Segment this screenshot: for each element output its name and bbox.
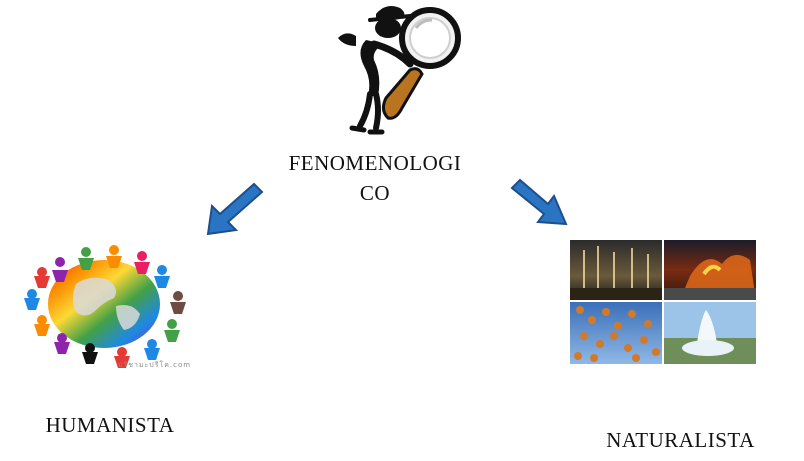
fenomenologico-label: FENOMENOLOGI CO [288,151,462,205]
watermark-text: ปรีชามะปรีโค.com [118,361,192,369]
detective-magnifier-icon [338,6,461,135]
nature-collage-icon [570,240,756,364]
humanista-label: HUMANISTA [45,413,175,437]
naturalista-label: NATURALISTA [606,428,755,452]
arrow-down-left-icon [206,182,264,236]
people-around-globe-icon [24,245,186,368]
arrow-down-right-icon [510,178,568,226]
